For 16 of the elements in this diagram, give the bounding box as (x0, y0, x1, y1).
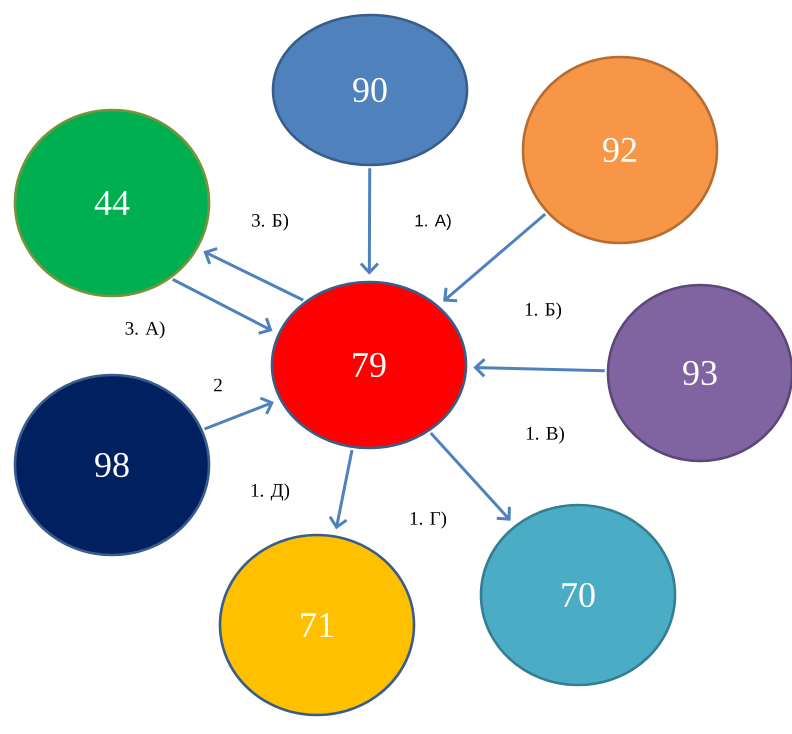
arrow (360, 168, 379, 275)
arrow (430, 432, 511, 521)
edge-label: 2 (212, 378, 224, 392)
edge-label: 1. В) (524, 425, 566, 445)
arrow (328, 450, 354, 530)
arrow (204, 396, 274, 430)
edge-label: 1. А) (413, 213, 453, 231)
arrow (172, 278, 272, 335)
edge-label: 1. Б) (523, 301, 563, 321)
edge-label: 3. А) (124, 320, 166, 340)
arrow (203, 247, 304, 302)
edge-label: 3. Б) (250, 212, 290, 232)
edge-label: 1. Г) (408, 510, 448, 530)
arrow (473, 358, 605, 378)
edge-label: 1. Д) (249, 482, 291, 502)
arrow (443, 212, 546, 302)
